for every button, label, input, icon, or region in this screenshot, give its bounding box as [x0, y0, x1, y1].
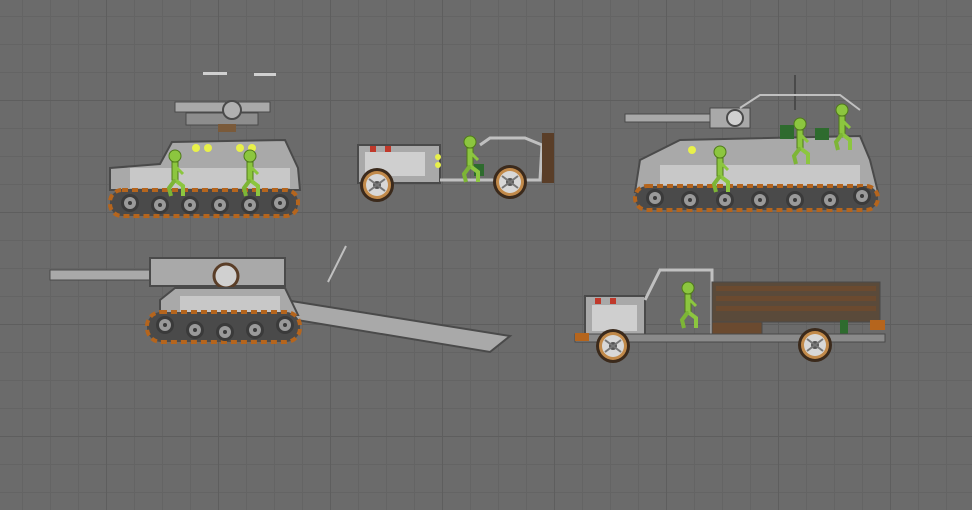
radiator-grille — [130, 168, 290, 188]
ammo-box — [780, 125, 794, 139]
trail-spade — [327, 245, 347, 283]
melon-ragdoll[interactable] — [680, 280, 698, 330]
road-wheel — [186, 321, 204, 339]
road-wheel — [646, 189, 664, 207]
tank-destroyer-three-crew[interactable] — [624, 75, 880, 212]
headlight — [192, 144, 200, 152]
radiator-grille — [592, 305, 637, 331]
gun-trail — [284, 299, 513, 354]
road-wheel — [821, 191, 839, 209]
warning-light — [610, 298, 616, 304]
seat-box — [474, 164, 484, 176]
small-tractor[interactable] — [357, 133, 554, 203]
anti-aircraft-gun[interactable] — [174, 100, 271, 132]
cargo-slat — [716, 286, 876, 291]
headlight — [435, 162, 441, 168]
wheel — [359, 167, 395, 203]
chassis-frame — [440, 136, 544, 182]
road-wheel — [786, 191, 804, 209]
main-gun[interactable] — [624, 107, 751, 129]
road-wheel — [716, 191, 734, 209]
ammo-box — [815, 128, 829, 140]
halftrack-aa-two-crew[interactable] — [108, 72, 302, 218]
warning-light — [385, 146, 391, 152]
cargo-slat — [716, 306, 876, 311]
radiator-grille — [180, 296, 280, 312]
front-bumper — [575, 333, 589, 341]
wheel — [797, 327, 833, 363]
cab-frame — [643, 268, 714, 340]
road-wheel — [181, 196, 199, 214]
wheel — [492, 164, 528, 200]
warning-light — [595, 298, 601, 304]
debris-piece — [254, 73, 276, 76]
headlight — [688, 146, 696, 154]
road-wheel — [151, 196, 169, 214]
warning-light — [370, 146, 376, 152]
self-propelled-gun[interactable] — [49, 245, 513, 354]
roll-cage — [739, 94, 861, 111]
cargo-truck[interactable] — [574, 268, 886, 364]
road-wheel — [211, 196, 229, 214]
debris-piece — [203, 72, 227, 75]
jerry-can — [840, 320, 848, 334]
cargo-slat — [716, 296, 876, 301]
road-wheel — [853, 187, 871, 205]
rear-bumper — [870, 320, 885, 330]
wheel — [595, 328, 631, 364]
road-wheel — [216, 323, 234, 341]
rear-plate — [542, 133, 554, 183]
radiator-grille — [660, 165, 860, 185]
long-barrel-cannon[interactable] — [49, 257, 286, 290]
road-wheel — [156, 316, 174, 334]
road-wheel — [246, 321, 264, 339]
road-wheel — [121, 194, 139, 212]
headlight — [435, 154, 441, 160]
road-wheel — [751, 191, 769, 209]
road-wheel — [271, 194, 289, 212]
road-wheel — [276, 316, 294, 334]
headlight — [236, 144, 244, 152]
road-wheel — [681, 191, 699, 209]
headlight — [204, 144, 212, 152]
road-wheel — [241, 196, 259, 214]
